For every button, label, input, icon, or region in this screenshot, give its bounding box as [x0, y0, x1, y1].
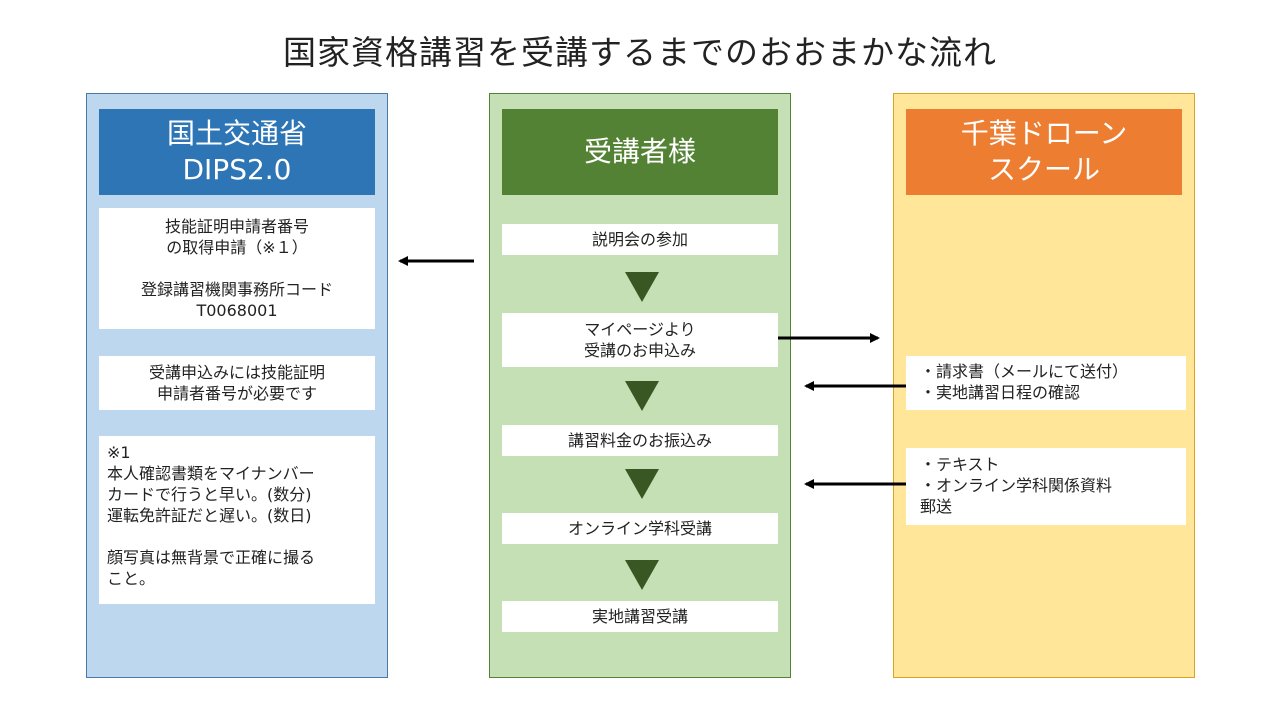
dips-column: 国土交通省 DIPS2.0 技能証明申請者番号 の取得申請（※１） 登録講習機関…: [86, 93, 388, 678]
student-header: 受講者様: [502, 109, 778, 195]
school-column: 千葉ドローン スクール ・請求書（メールにて送付） ・実地講習日程の確認 ・テキ…: [893, 93, 1195, 678]
student-column: 受講者様 説明会の参加 マイページより 受講のお申込み 講習料金のお振込み オン…: [489, 93, 791, 678]
step-arrow-down: [625, 469, 659, 499]
page-title: 国家資格講習を受講するまでのおおまかな流れ: [283, 33, 997, 72]
dips-header: 国土交通省 DIPS2.0: [99, 109, 375, 195]
step-arrow-down: [625, 272, 659, 302]
step-arrow-down: [625, 560, 659, 590]
step-arrow-down: [625, 381, 659, 411]
step-apply: マイページより 受講のお申込み: [502, 313, 778, 367]
dips-applicant-number-box: 技能証明申請者番号 の取得申請（※１） 登録講習機関事務所コード T006800…: [99, 208, 375, 329]
step-practical-course: 実地講習受講: [502, 601, 778, 632]
dips-footnote-box: ※1 本人確認書類をマイナンバー カードで行うと早い。(数分) 運転免許証だと遅…: [99, 436, 375, 604]
step-payment: 講習料金のお振込み: [502, 425, 778, 456]
school-invoice-box: ・請求書（メールにて送付） ・実地講習日程の確認: [906, 356, 1186, 410]
school-materials-box: ・テキスト ・オンライン学科関係資料 郵送: [906, 448, 1186, 525]
step-online-course: オンライン学科受講: [502, 513, 778, 544]
school-header: 千葉ドローン スクール: [906, 109, 1182, 195]
step-briefing: 説明会の参加: [502, 224, 778, 255]
dips-requirement-note: 受講申込みには技能証明 申請者番号が必要です: [99, 356, 375, 410]
